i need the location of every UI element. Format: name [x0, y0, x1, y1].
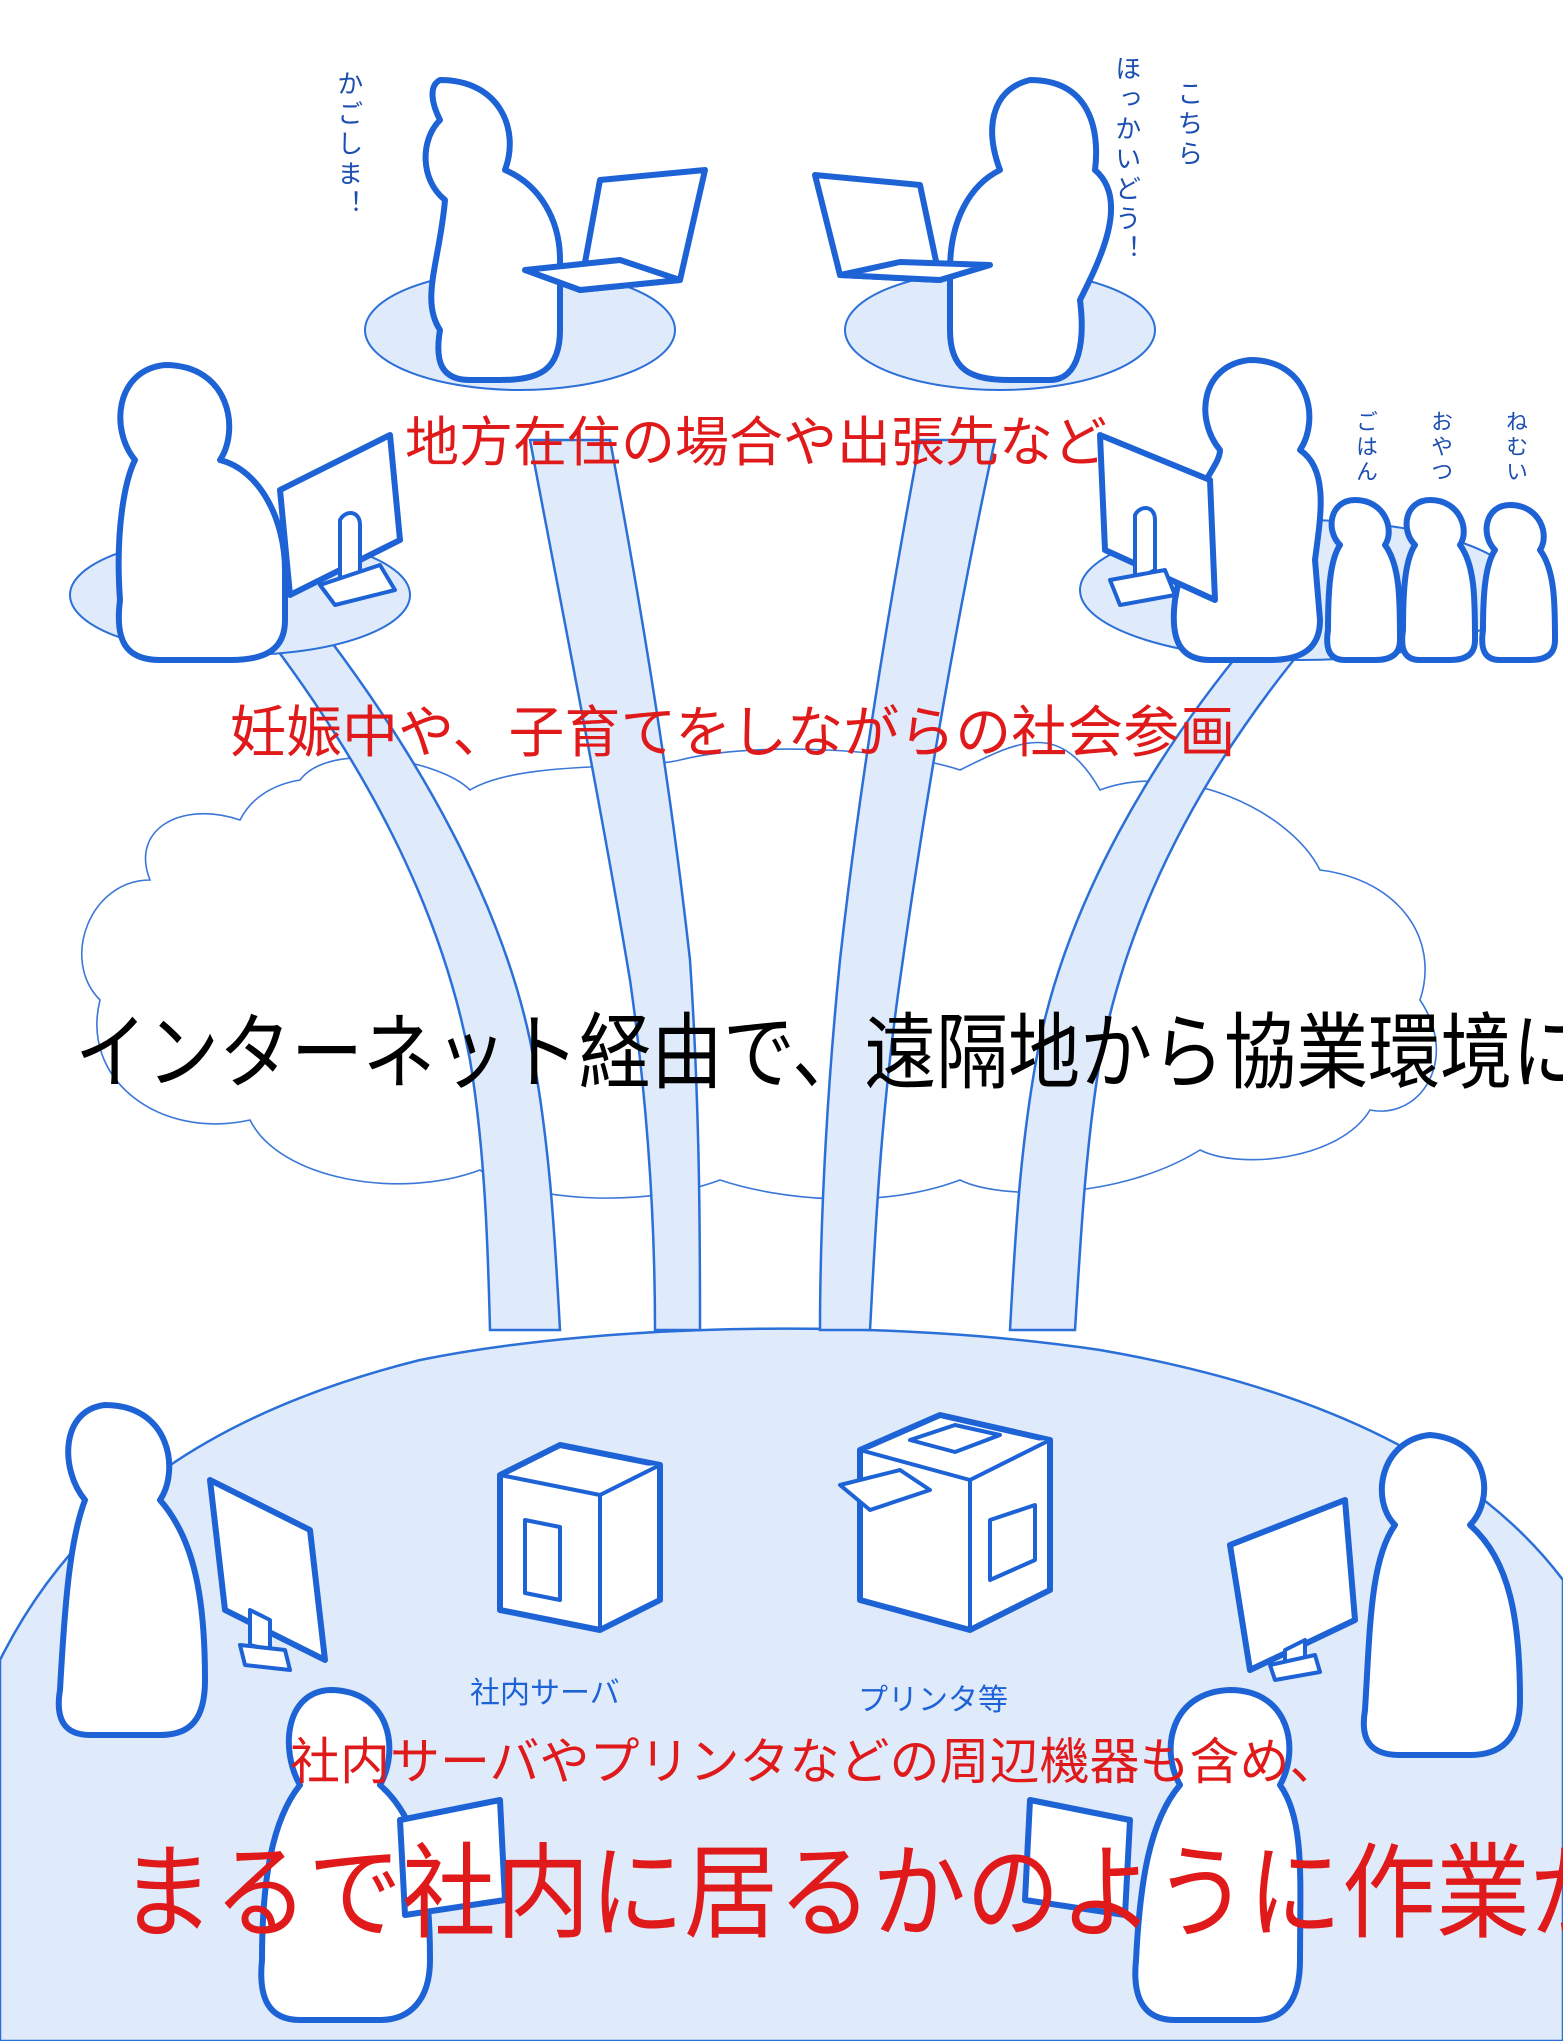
- speech-gohan: ごはん: [1352, 410, 1377, 485]
- office-person-right: [1227, 1432, 1523, 1758]
- heading-peripherals: 社内サーバやプリンタなどの周辺機器も含め、: [290, 1733, 1340, 1791]
- connection-beam-center-right: [818, 438, 997, 1332]
- heading-parenting: 妊娠中や、子育てをしながらの社会参画: [230, 701, 1236, 766]
- connection-beam-center-left: [528, 438, 702, 1332]
- heading-internet: インターネット経由で、遠隔地から協業環境に接続: [75, 1008, 1563, 1100]
- speech-oyatsu: おやつ: [1427, 410, 1452, 485]
- internet-cloud: [81, 741, 1438, 1200]
- child-oyatsu: [1399, 497, 1478, 663]
- office-person-bottom-left: [258, 1687, 508, 2023]
- label-printer: プリンタ等: [858, 1683, 1008, 1718]
- person-hokkaido: [812, 77, 1115, 383]
- heading-like-office: まるで社内に居るかのように作業が可能: [120, 1835, 1563, 1951]
- speech-kagoshima: かごしま！: [332, 70, 363, 220]
- speech-hokkaido-line2: ほっかいどう！: [1110, 55, 1141, 265]
- connection-beam-far-left: [267, 638, 562, 1332]
- printer-icon: [838, 1412, 1053, 1633]
- person-mid-right: [1097, 357, 1324, 663]
- connection-beam-far-right: [1008, 638, 1313, 1332]
- speech-nemui: ねむい: [1502, 410, 1527, 485]
- speech-hokkaido-line1: こちら: [1172, 80, 1203, 170]
- office-person-left: [55, 1402, 328, 1738]
- label-server: 社内サーバ: [470, 1676, 620, 1711]
- heading-regional: 地方在住の場合や出張先など: [405, 411, 1107, 474]
- office-person-bottom-right: [1022, 1687, 1304, 2023]
- child-gohan: [1324, 497, 1403, 663]
- person-kagoshima: [422, 77, 708, 383]
- server-icon: [497, 1442, 663, 1633]
- child-nemui: [1479, 502, 1558, 663]
- person-mid-left: [115, 362, 403, 663]
